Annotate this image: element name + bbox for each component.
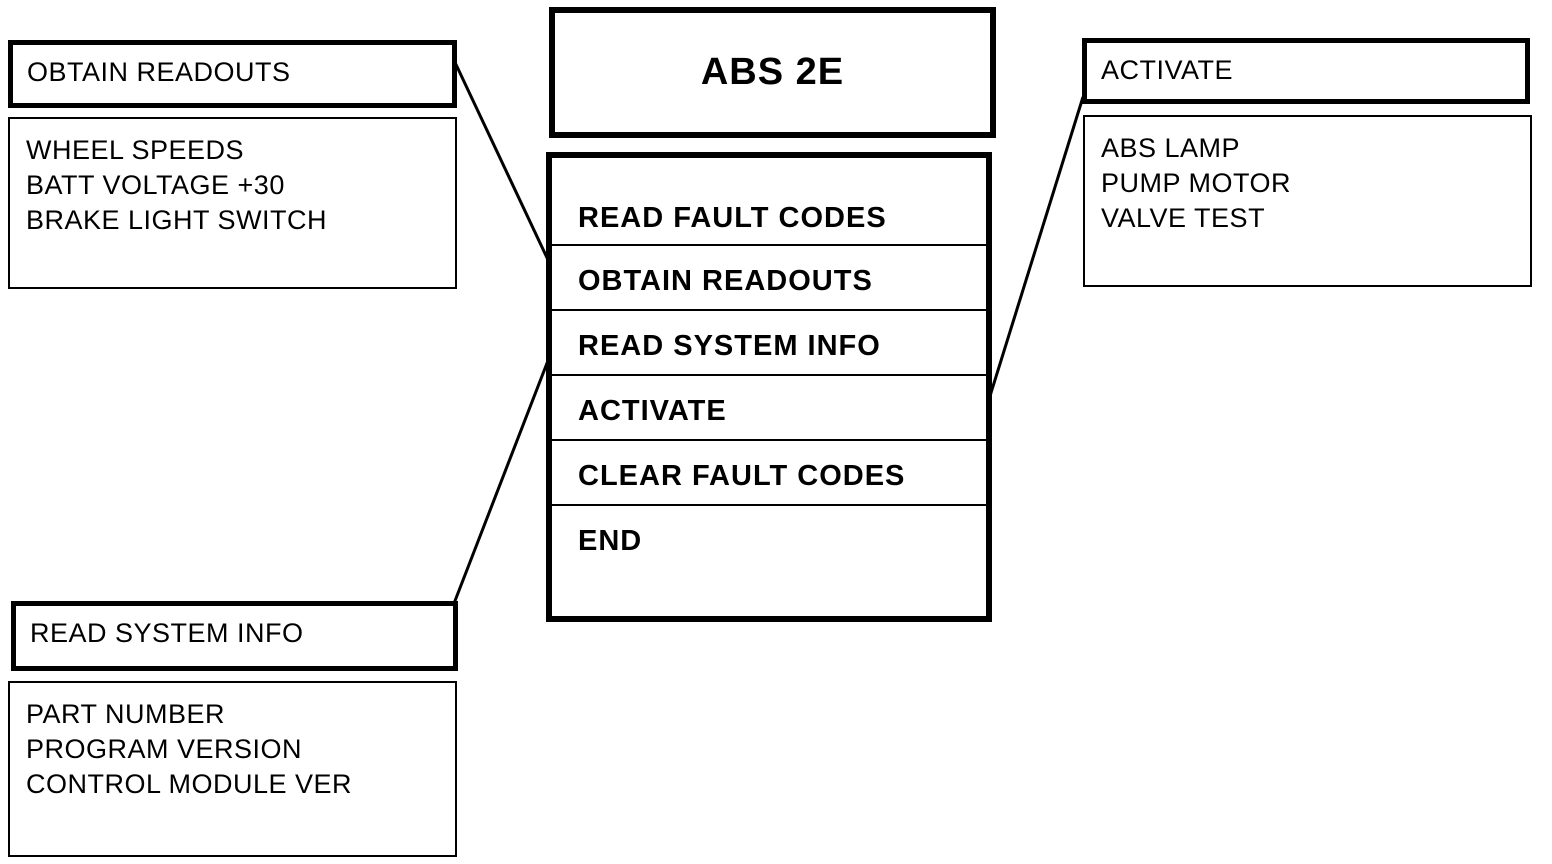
title-box: ABS 2E [549,7,996,138]
activate-header: ACTIVATE [1082,38,1530,104]
read-system-info-list: PART NUMBER PROGRAM VERSION CONTROL MODU… [8,681,457,857]
obtain-readouts-list: WHEEL SPEEDS BATT VOLTAGE +30 BRAKE LIGH… [8,117,457,289]
menu-item-label: READ FAULT CODES [578,202,887,234]
panel-header-label: READ SYSTEM INFO [30,618,304,648]
obtain-readouts-header: OBTAIN READOUTS [8,40,457,108]
main-menu: READ FAULT CODES OBTAIN READOUTS READ SY… [546,152,992,622]
connector-activate [988,96,1085,397]
menu-item-label: CLEAR FAULT CODES [578,460,906,492]
read-system-info-header: READ SYSTEM INFO [11,601,458,671]
connector-obtain-readouts [450,55,551,263]
list-item: BRAKE LIGHT SWITCH [26,205,328,235]
activate-list: ABS LAMP PUMP MOTOR VALVE TEST [1083,115,1532,287]
panel-header-label: OBTAIN READOUTS [27,57,291,87]
list-item: CONTROL MODULE VER [26,769,353,799]
menu-item-activate[interactable]: ACTIVATE [552,376,986,441]
menu-item-clear-fault-codes[interactable]: CLEAR FAULT CODES [552,441,986,506]
menu-item-read-fault-codes[interactable]: READ FAULT CODES [552,158,986,246]
menu-item-read-system-info[interactable]: READ SYSTEM INFO [552,311,986,376]
menu-item-label: ACTIVATE [578,395,727,427]
list-item: PROGRAM VERSION [26,734,303,764]
list-item: PUMP MOTOR [1101,168,1292,198]
menu-item-obtain-readouts[interactable]: OBTAIN READOUTS [552,246,986,311]
panel-header-label: ACTIVATE [1101,55,1234,85]
menu-item-label: END [578,525,643,557]
list-item: BATT VOLTAGE +30 [26,170,285,200]
menu-item-label: OBTAIN READOUTS [578,265,873,297]
list-item: ABS LAMP [1101,133,1241,163]
list-item: PART NUMBER [26,699,226,729]
menu-item-label: READ SYSTEM INFO [578,330,881,362]
list-item: VALVE TEST [1101,203,1266,233]
list-item: WHEEL SPEEDS [26,135,245,165]
page-title: ABS 2E [700,51,845,93]
menu-item-end[interactable]: END [552,506,986,571]
connector-read-system-info [451,357,551,607]
